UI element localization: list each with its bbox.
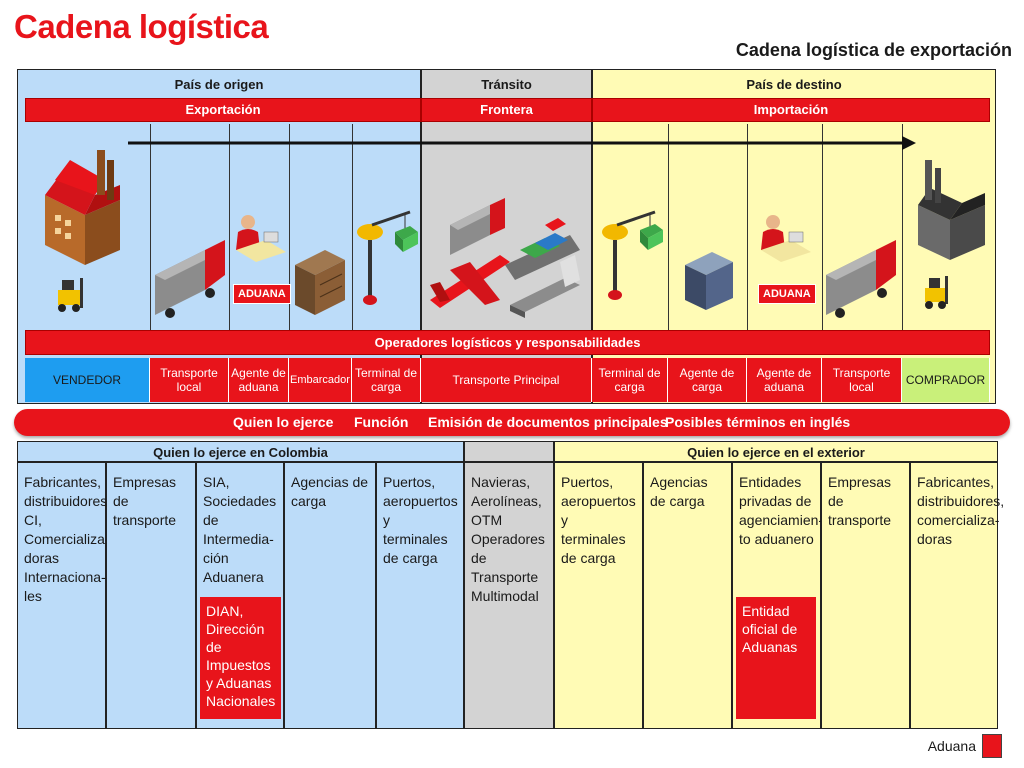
role-embarcador: Embarcador xyxy=(289,358,352,402)
pill-terminos-ingles: Posibles términos en inglés xyxy=(665,414,851,430)
pill-emision-documentos: Emisión de documentos principales xyxy=(428,414,668,430)
executor-text: SIA, Sociedades de Intermedia-ción Aduan… xyxy=(203,474,277,585)
crane-icon xyxy=(357,210,418,305)
customs-badge: ADUANA xyxy=(758,284,816,304)
phase-export: Exportación xyxy=(25,98,421,122)
phase-border: Frontera xyxy=(421,98,592,122)
role-agente-aduana: Agente de aduana xyxy=(229,358,289,402)
executor-column: Empresas de transporte xyxy=(821,462,910,729)
executor-text: Navieras, Aerolíneas, OTM Operadores de … xyxy=(471,474,545,604)
phase-import: Importación xyxy=(592,98,990,122)
executor-column: Navieras, Aerolíneas, OTM Operadores de … xyxy=(464,462,554,729)
factory-icon xyxy=(45,150,120,265)
role-transporte-local: Transporte local xyxy=(822,358,902,402)
industrial-plant-icon xyxy=(918,160,985,260)
role-comprador: COMPRADOR xyxy=(902,358,990,402)
role-agente-carga: Agente de carga xyxy=(668,358,747,402)
customs-agent-icon xyxy=(761,215,811,262)
executor-column: Entidades privadas de agenciamien-to adu… xyxy=(732,462,824,729)
legend-label: Aduana xyxy=(927,738,976,754)
ship-icon xyxy=(505,218,580,280)
role-terminal-carga: Terminal de carga xyxy=(592,358,668,402)
operators-bar: Operadores logísticos y responsabilidade… xyxy=(25,330,990,355)
warehouse-icon xyxy=(685,252,733,310)
truck-icon xyxy=(155,240,225,318)
page-title: Cadena logística xyxy=(14,8,269,45)
executor-text: Puertos, aeropuertos y terminales de car… xyxy=(383,474,458,566)
column-divider xyxy=(822,124,823,330)
role-transporte-principal: Transporte Principal xyxy=(421,358,592,402)
column-divider xyxy=(352,124,353,330)
executor-text: Empresas de transporte xyxy=(828,474,892,528)
customs-badge: ADUANA xyxy=(233,284,291,304)
column-divider xyxy=(289,124,290,330)
customs-authority-box: DIAN, Dirección de Impuestos y Aduanas N… xyxy=(200,597,281,719)
legend-pill-bar xyxy=(14,409,1010,436)
container-icon xyxy=(295,250,345,315)
flow-arrow-icon xyxy=(128,136,916,150)
diagram-subtitle: Cadena logística de exportación xyxy=(735,40,1012,60)
column-divider xyxy=(229,124,230,330)
illustration-layer xyxy=(45,136,985,318)
executor-column: Agencias de carga xyxy=(643,462,732,729)
executor-column: Agencias de carga xyxy=(284,462,376,729)
role-agente-aduana: Agente de aduana xyxy=(747,358,822,402)
executor-text: Agencias de carga xyxy=(650,474,708,509)
executor-column: Fabricantes, distribuidores, CI, Comerci… xyxy=(17,462,111,729)
role-vendedor: VENDEDOR xyxy=(25,358,150,402)
executor-column: Fabricantes, distribuidores, comercializ… xyxy=(910,462,1004,729)
exterior-header: Quien lo ejerce en el exterior xyxy=(554,441,998,462)
column-divider xyxy=(150,124,151,330)
destination-zone-label: País de destino xyxy=(746,77,842,92)
executor-column: Puertos, aeropuertos y terminales de car… xyxy=(376,462,464,729)
train-icon xyxy=(510,255,580,318)
colombia-header: Quien lo ejerce en Colombia xyxy=(17,441,464,462)
role-transporte-local: Transporte local xyxy=(150,358,229,402)
column-divider xyxy=(747,124,748,330)
truck-icon xyxy=(450,198,505,255)
customs-authority-box: Entidad oficial de Aduanas xyxy=(736,597,816,719)
executor-text: Fabricantes, distribuidores, comercializ… xyxy=(917,474,1005,547)
executor-text: Puertos, aeropuertos y terminales de car… xyxy=(561,474,636,566)
executor-text: Fabricantes, distribuidores, CI, Comerci… xyxy=(24,474,112,604)
origin-zone-label: País de origen xyxy=(174,77,264,92)
column-divider xyxy=(902,124,903,330)
pill-funcion: Función xyxy=(354,414,409,430)
transit-header-spacer xyxy=(464,441,554,462)
executor-text: Entidades privadas de agenciamien-to adu… xyxy=(739,474,824,547)
transit-zone-label: Tránsito xyxy=(481,77,532,92)
executor-text: Agencias de carga xyxy=(291,474,369,509)
customs-agent-icon xyxy=(236,215,286,262)
executor-text: Empresas de transporte xyxy=(113,474,177,528)
column-divider xyxy=(668,124,669,330)
airplane-icon xyxy=(430,255,510,308)
legend-swatch xyxy=(982,734,1002,758)
forklift-icon xyxy=(925,276,948,309)
truck-icon xyxy=(826,240,896,318)
crane-icon xyxy=(602,210,663,300)
executor-column: SIA, Sociedades de Intermedia-ción Aduan… xyxy=(196,462,284,729)
pill-quien-lo-ejerce: Quien lo ejerce xyxy=(233,414,334,430)
forklift-icon xyxy=(58,278,83,312)
role-terminal-carga: Terminal de carga xyxy=(352,358,421,402)
executor-column: Empresas de transporte xyxy=(106,462,196,729)
executor-column: Puertos, aeropuertos y terminales de car… xyxy=(554,462,643,729)
